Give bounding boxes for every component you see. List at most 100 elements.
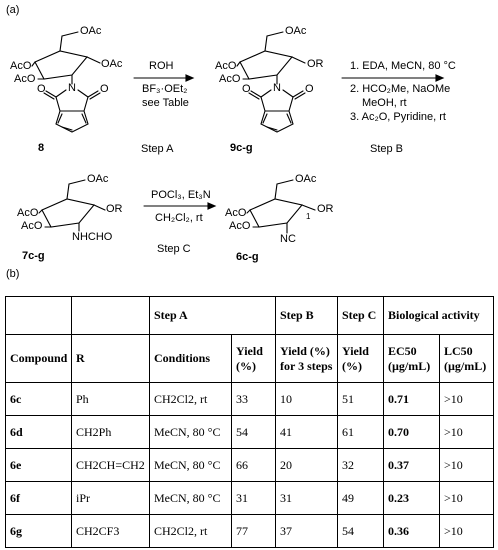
c8-aco-c3: AcO (14, 73, 36, 85)
cell-yield-b: 10 (275, 382, 338, 416)
cell-conditions: MeCN, 80 °C (149, 415, 232, 449)
table-row: 6d CH2Ph MeCN, 80 °C 54 41 61 0.70 >10 (5, 415, 494, 449)
c8-oxygen-left: O (37, 83, 46, 95)
c6-aco-c4: AcO (225, 207, 247, 219)
cell-compound: 6f (5, 481, 72, 515)
c9-oac-top: OAc (285, 25, 307, 37)
cell-yield-a: 54 (231, 415, 276, 449)
step-b-name: Step B (370, 143, 404, 155)
cell-r: CH2CF3 (71, 514, 150, 548)
cell-yield-b: 31 (275, 481, 338, 515)
table-row: 6c Ph CH2Cl2, rt 33 10 51 0.71 >10 (5, 382, 494, 416)
cell-yield-a: 77 (231, 514, 276, 548)
c6-or: OR (317, 203, 334, 215)
cell-yield-a: 66 (231, 448, 276, 482)
cell-compound: 6d (5, 415, 72, 449)
c7-nhcho: NHCHO (72, 231, 113, 243)
cell-compound: 6g (5, 514, 72, 548)
cell-lc50: >10 (439, 415, 494, 449)
table-header-row-2: Compound R Conditions Yield (%) Yield (%… (5, 334, 494, 383)
step-a-reagent-bf3: BF₃·OEt₂ (142, 83, 188, 95)
c8-oac-top: OAc (80, 25, 102, 37)
header-yield-a: Yield (%) (231, 334, 276, 383)
cell-lc50: >10 (439, 382, 494, 416)
scheme-bonds (31, 31, 445, 234)
c6-ring (249, 198, 304, 228)
step-a-reagent-roh: ROH (149, 60, 174, 72)
table-row: 6g CH2CF3 CH2Cl2, rt 77 37 54 0.36 >10 (5, 514, 494, 548)
c7-aco-c4: AcO (17, 207, 39, 219)
cell-conditions: CH2Cl2, rt (149, 382, 232, 416)
step-b-line2: 2. HCO₂Me, NaOMe (350, 83, 451, 95)
table-row: 6e CH2CH=CH2 MeCN, 80 °C 66 20 32 0.37 >… (5, 448, 494, 482)
c9-ring (239, 50, 294, 80)
c8-ring (34, 50, 89, 80)
cell-ec50: 0.23 (383, 481, 440, 515)
panel-a-label: (a) (6, 4, 20, 16)
step-a-see-table: see Table (142, 97, 189, 109)
c9-aco-c3: AcO (219, 73, 241, 85)
cell-yield-c: 32 (337, 448, 384, 482)
cell-conditions: CH2Cl2, rt (149, 514, 232, 548)
cell-r: iPr (71, 481, 150, 515)
header-yield-c: Yield (%) (337, 334, 384, 383)
cell-yield-c: 51 (337, 382, 384, 416)
compound-7-label: 7c-g (22, 250, 45, 262)
cell-yield-c: 61 (337, 415, 384, 449)
cell-r: Ph (71, 382, 150, 416)
c7-oac-top: OAc (87, 173, 109, 185)
c7-ring (41, 198, 96, 228)
c9-nitrogen: N (273, 82, 281, 94)
cell-compound: 6e (5, 448, 72, 482)
results-table: Step A Step B Step C Biological activity… (5, 296, 494, 548)
cell-yield-c: 54 (337, 514, 384, 548)
header-ec50: EC50 (µg/mL) (383, 334, 440, 383)
header-bio-activity: Biological activity (383, 296, 494, 335)
table-row: 6f iPr MeCN, 80 °C 31 31 49 0.23 >10 (5, 481, 494, 515)
cell-lc50: >10 (439, 448, 494, 482)
c8-nitrogen: N (68, 82, 76, 94)
c6-nc: NC (280, 233, 296, 245)
step-c-reagent1: POCl₃, Et₃N (151, 189, 211, 201)
cell-ec50: 0.70 (383, 415, 440, 449)
cell-r: CH2Ph (71, 415, 150, 449)
c8-aco-c4: AcO (10, 60, 32, 72)
cell-compound: 6c (5, 382, 72, 416)
cell-ec50: 0.36 (383, 514, 440, 548)
step-b-line2b: MeOH, rt (362, 97, 407, 109)
cell-yield-c: 49 (337, 481, 384, 515)
cell-conditions: MeCN, 80 °C (149, 448, 232, 482)
cell-yield-b: 20 (275, 448, 338, 482)
c7-aco-c3: AcO (21, 220, 43, 232)
c6-oac-top: OAc (295, 173, 317, 185)
panel-b-label: (b) (6, 268, 20, 280)
step-b-line1: 1. EDA, MeCN, 80 °C (350, 60, 456, 72)
cell-lc50: >10 (439, 514, 494, 548)
c6-aco-c3: AcO (229, 220, 251, 232)
c8-oac-anomeric: OAc (101, 58, 123, 70)
cell-r: CH2CH=CH2 (71, 448, 150, 482)
c9-or: OR (307, 58, 324, 70)
header-step-c: Step C (337, 296, 384, 335)
compound-9-label: 9c-g (230, 142, 253, 154)
cell-conditions: MeCN, 80 °C (149, 481, 232, 515)
step-c-reagent2: CH₂Cl₂, rt (155, 212, 203, 224)
header-step-b: Step B (275, 296, 338, 335)
header-step-a: Step A (149, 296, 276, 335)
header-r: R (71, 334, 150, 383)
cell-lc50: >10 (439, 481, 494, 515)
header-lc50: LC50 (µg/mL) (439, 334, 494, 383)
c9-aco-c4: AcO (215, 60, 237, 72)
step-c-name: Step C (157, 243, 191, 255)
header-yield-b: Yield (%) for 3 steps (275, 334, 338, 383)
cell-ec50: 0.37 (383, 448, 440, 482)
c9-oxygen-right: O (305, 83, 314, 95)
header-compound: Compound (5, 334, 72, 383)
c6-position-1: 1 (306, 212, 311, 221)
header-conditions: Conditions (149, 334, 232, 383)
cell-yield-a: 33 (231, 382, 276, 416)
cell-yield-a: 31 (231, 481, 276, 515)
compound-6-label: 6c-g (236, 251, 259, 263)
step-b-line3: 3. Ac₂O, Pyridine, rt (350, 111, 446, 123)
step-a-name: Step A (141, 143, 174, 155)
